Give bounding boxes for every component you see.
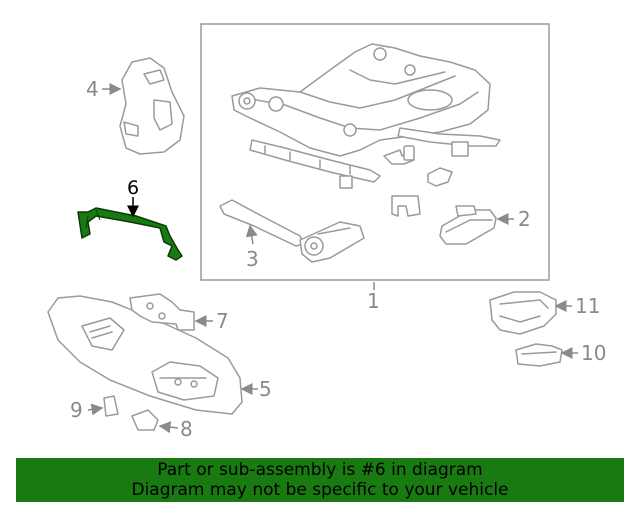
callout-2[interactable]: 2 [518,207,531,231]
part-motor-3[interactable] [219,199,365,263]
part-switch-bezel-4[interactable] [119,57,185,155]
callout-10[interactable]: 10 [581,341,606,365]
part-module-bracket-11[interactable] [489,291,557,335]
part-side-shield-5[interactable] [47,295,243,415]
part-motor-2[interactable] [439,205,497,245]
callout-4[interactable]: 4 [86,77,99,101]
part-knob-8[interactable] [131,409,159,431]
callout-1[interactable]: 1 [367,289,380,313]
part-knob-9[interactable] [103,395,119,417]
callout-11[interactable]: 11 [575,294,600,318]
banner-line-part: Part or sub-assembly is #6 in diagram [157,460,483,480]
part-seat-frame[interactable] [231,43,501,189]
part-module-10[interactable] [515,343,563,367]
leader-8 [158,421,179,434]
part-small-fasteners[interactable] [383,145,453,217]
assembly-1-box [200,23,550,281]
leader-3 [245,224,258,245]
banner-line-disclaimer: Diagram may not be specific to your vehi… [131,480,509,500]
leader-9 [87,403,104,416]
callout-5[interactable]: 5 [259,377,272,401]
callout-3[interactable]: 3 [246,247,259,271]
info-banner: Part or sub-assembly is #6 in diagram Di… [16,458,624,502]
part-6-harness-highlighted[interactable] [77,207,183,261]
callout-6-highlighted[interactable]: 6 [127,177,139,199]
part-bracket-7[interactable] [129,293,195,331]
callout-7[interactable]: 7 [216,309,229,333]
callout-9[interactable]: 9 [70,398,83,422]
callout-8[interactable]: 8 [180,417,193,441]
